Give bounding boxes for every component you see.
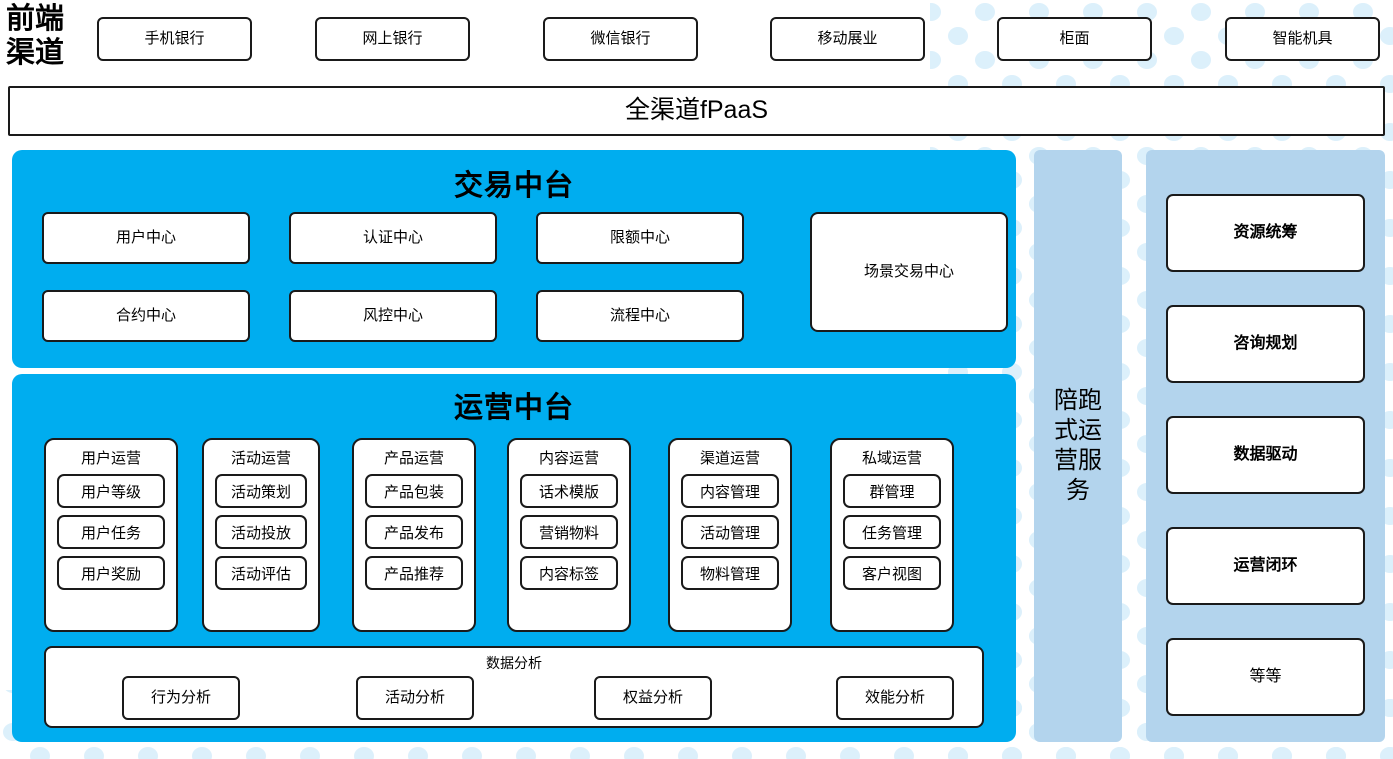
ops-center-panel: 运营中台 用户运营 用户等级 用户任务 用户奖励 活动运营 活动策划 活动投放 …: [12, 374, 1016, 742]
channel-label-text: 柜面: [1059, 29, 1090, 47]
capability-box-operation-closed-loop[interactable]: 运营闭环: [1166, 527, 1365, 605]
channel-label-text: 智能机具: [1272, 29, 1333, 47]
ops-item[interactable]: 用户奖励: [57, 556, 165, 590]
channel-label-text: 移动展业: [817, 29, 878, 47]
service-column-label: 陪跑式运营服务: [1054, 387, 1102, 504]
trade-center-panel: 交易中台 用户中心 认证中心 限额中心 合约中心 风控中心 流程中心 场景交易中…: [12, 150, 1016, 368]
trade-box-contract-center[interactable]: 合约中心: [42, 290, 250, 342]
trade-box-process-center[interactable]: 流程中心: [536, 290, 744, 342]
trade-box-label: 流程中心: [609, 306, 670, 324]
ops-item[interactable]: 用户任务: [57, 515, 165, 549]
capability-box-label: 资源统筹: [1233, 224, 1298, 241]
trade-box-scene-transaction-center[interactable]: 场景交易中心: [810, 212, 1008, 332]
capability-box-etc[interactable]: 等等: [1166, 638, 1365, 716]
fpaas-bar[interactable]: 全渠道fPaaS: [8, 86, 1385, 136]
ops-item[interactable]: 群管理: [843, 474, 941, 508]
front-end-channel-label: 前端渠道: [6, 3, 65, 69]
channel-box-mobile-business[interactable]: 移动展业: [770, 17, 925, 61]
ops-item[interactable]: 活动管理: [681, 515, 779, 549]
ops-item[interactable]: 产品发布: [365, 515, 463, 549]
capability-box-resource-coordination[interactable]: 资源统筹: [1166, 194, 1365, 272]
channel-label-text: 网上银行: [362, 29, 423, 47]
fpaas-label: 全渠道fPaaS: [624, 96, 769, 125]
ops-item[interactable]: 任务管理: [843, 515, 941, 549]
ops-column-product-operations[interactable]: 产品运营 产品包装 产品发布 产品推荐: [352, 438, 476, 632]
trade-box-limit-center[interactable]: 限额中心: [536, 212, 744, 264]
trade-box-label: 用户中心: [115, 228, 176, 246]
trade-box-label: 合约中心: [115, 306, 176, 324]
trade-box-label: 限额中心: [609, 228, 670, 246]
ops-column-channel-operations[interactable]: 渠道运营 内容管理 活动管理 物料管理: [668, 438, 792, 632]
ops-column-private-domain-operations[interactable]: 私域运营 群管理 任务管理 客户视图: [830, 438, 954, 632]
ops-column-title: 产品运营: [383, 450, 444, 467]
ops-column-title: 私域运营: [861, 450, 922, 467]
ops-item[interactable]: 活动投放: [215, 515, 307, 549]
ops-item[interactable]: 产品包装: [365, 474, 463, 508]
data-analysis-item-label: 权益分析: [622, 688, 683, 706]
channel-box-counter[interactable]: 柜面: [997, 17, 1152, 61]
data-analysis-item-rights[interactable]: 权益分析: [594, 676, 712, 720]
ops-column-title: 渠道运营: [699, 450, 760, 467]
ops-column-title: 内容运营: [538, 450, 599, 467]
channel-box-wechat-bank[interactable]: 微信银行: [543, 17, 698, 61]
ops-item[interactable]: 内容管理: [681, 474, 779, 508]
data-analysis-panel: 数据分析 行为分析 活动分析 权益分析 效能分析: [44, 646, 984, 728]
trade-box-label: 风控中心: [362, 306, 423, 324]
capability-box-data-driven[interactable]: 数据驱动: [1166, 416, 1365, 494]
capability-box-label: 咨询规划: [1233, 335, 1298, 352]
accompanying-operation-service-panel: 陪跑式运营服务: [1034, 150, 1122, 742]
ops-item[interactable]: 用户等级: [57, 474, 165, 508]
trade-center-title: 交易中台: [453, 170, 574, 202]
data-analysis-item-label: 行为分析: [150, 688, 211, 706]
ops-column-title: 用户运营: [80, 450, 141, 467]
trade-box-auth-center[interactable]: 认证中心: [289, 212, 497, 264]
ops-item[interactable]: 物料管理: [681, 556, 779, 590]
ops-column-activity-operations[interactable]: 活动运营 活动策划 活动投放 活动评估: [202, 438, 320, 632]
capability-panel: 资源统筹 咨询规划 数据驱动 运营闭环 等等: [1146, 150, 1385, 742]
ops-column-content-operations[interactable]: 内容运营 话术模版 营销物料 内容标签: [507, 438, 631, 632]
ops-item[interactable]: 客户视图: [843, 556, 941, 590]
capability-box-consulting-planning[interactable]: 咨询规划: [1166, 305, 1365, 383]
data-analysis-item-label: 效能分析: [864, 688, 925, 706]
trade-box-label: 认证中心: [362, 228, 423, 246]
channel-box-online-bank[interactable]: 网上银行: [315, 17, 470, 61]
channel-box-mobile-bank[interactable]: 手机银行: [97, 17, 252, 61]
trade-box-label: 场景交易中心: [863, 262, 954, 280]
ops-item[interactable]: 话术模版: [520, 474, 618, 508]
channel-box-smart-machine[interactable]: 智能机具: [1225, 17, 1380, 61]
ops-item[interactable]: 营销物料: [520, 515, 618, 549]
channel-label-text: 微信银行: [590, 29, 651, 47]
trade-box-risk-center[interactable]: 风控中心: [289, 290, 497, 342]
ops-center-title: 运营中台: [453, 392, 574, 424]
ops-item[interactable]: 活动评估: [215, 556, 307, 590]
ops-column-user-operations[interactable]: 用户运营 用户等级 用户任务 用户奖励: [44, 438, 178, 632]
ops-item[interactable]: 内容标签: [520, 556, 618, 590]
data-analysis-item-efficiency[interactable]: 效能分析: [836, 676, 954, 720]
data-analysis-item-label: 活动分析: [384, 688, 445, 706]
capability-box-label: 数据驱动: [1233, 446, 1298, 463]
ops-item[interactable]: 产品推荐: [365, 556, 463, 590]
ops-column-title: 活动运营: [230, 450, 291, 467]
data-analysis-item-activity[interactable]: 活动分析: [356, 676, 474, 720]
capability-box-label: 等等: [1249, 668, 1282, 685]
ops-item[interactable]: 活动策划: [215, 474, 307, 508]
data-analysis-title: 数据分析: [486, 655, 542, 671]
trade-box-user-center[interactable]: 用户中心: [42, 212, 250, 264]
channel-label-text: 手机银行: [144, 29, 205, 47]
capability-box-label: 运营闭环: [1233, 557, 1298, 574]
data-analysis-item-behavior[interactable]: 行为分析: [122, 676, 240, 720]
